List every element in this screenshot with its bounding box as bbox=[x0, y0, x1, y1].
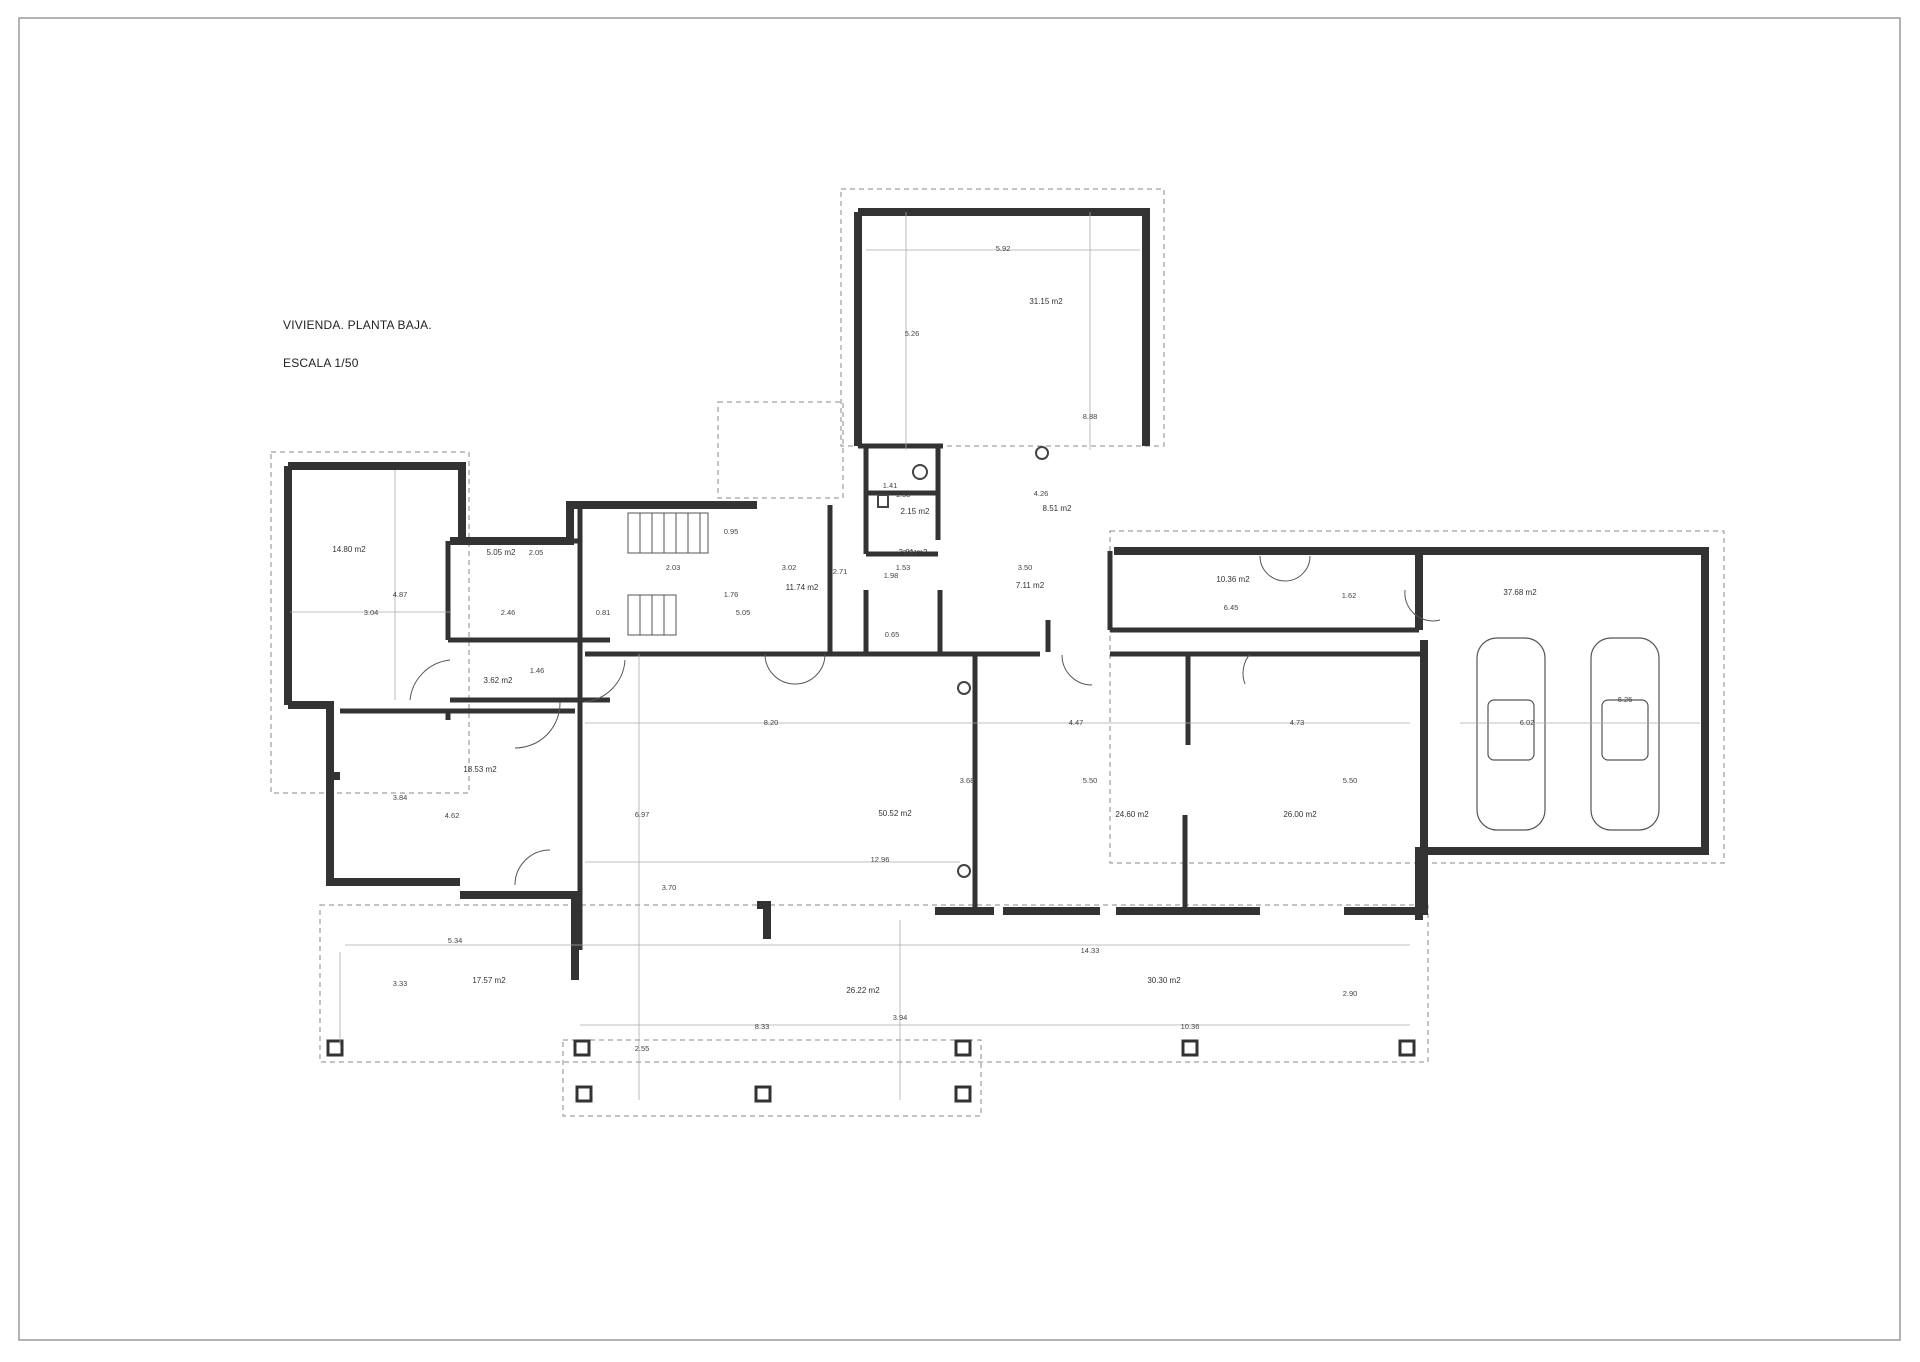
dimension-value: 3.04 bbox=[364, 608, 379, 617]
dimension-value: 2.90 bbox=[1343, 989, 1358, 998]
room-area: 14.80 m2 bbox=[332, 545, 366, 554]
dimension-value: 1.76 bbox=[724, 590, 739, 599]
dimension-value: 6.02 bbox=[1520, 718, 1535, 727]
dimension-value: 3.50 bbox=[1018, 563, 1033, 572]
dimension-value: 5.92 bbox=[996, 244, 1011, 253]
room-area: 26.00 m2 bbox=[1283, 810, 1317, 819]
room-area: 5.05 m2 bbox=[487, 548, 516, 557]
dimension-value: 1.62 bbox=[1342, 591, 1357, 600]
dimension-value: 3.02 bbox=[782, 563, 797, 572]
dimension-value: 3.70 bbox=[662, 883, 677, 892]
room-area: 26.22 m2 bbox=[846, 986, 880, 995]
dimension-value: 4.47 bbox=[1069, 718, 1084, 727]
room-area: 10.36 m2 bbox=[1216, 575, 1250, 584]
dimension-value: 2.05 bbox=[529, 548, 544, 557]
dimension-value: 4.26 bbox=[1034, 489, 1049, 498]
dimension-value: 1.41 bbox=[883, 481, 898, 490]
dimension-value: 6.97 bbox=[635, 810, 650, 819]
dimension-value: 5.50 bbox=[1083, 776, 1098, 785]
dimension-value: 5.05 bbox=[736, 608, 751, 617]
dimension-value: 3.81 bbox=[903, 548, 918, 557]
room-area: 30.30 m2 bbox=[1147, 976, 1181, 985]
dimension-value: 5.34 bbox=[448, 936, 463, 945]
dimension-value: 8.20 bbox=[764, 718, 779, 727]
room-area: 24.60 m2 bbox=[1115, 810, 1149, 819]
dimension-value: 1.53 bbox=[896, 563, 911, 572]
room-area: 3.81 m2 bbox=[899, 548, 928, 557]
dimension-value: 3.94 bbox=[893, 1013, 908, 1022]
room-area: 18.53 m2 bbox=[463, 765, 497, 774]
interior-walls bbox=[340, 443, 1420, 950]
dimension-value: 1.53 bbox=[896, 490, 911, 499]
title-block: VIVIENDA. PLANTA BAJA. ESCALA 1/50 bbox=[283, 318, 432, 394]
dimension-value: 8.33 bbox=[755, 1022, 770, 1031]
dimension-value: 4.62 bbox=[445, 811, 460, 820]
room-area: 31.15 m2 bbox=[1029, 297, 1063, 306]
dimension-value: 0.81 bbox=[596, 608, 611, 617]
room-area: 50.52 m2 bbox=[878, 809, 912, 818]
dimension-value: 0.95 bbox=[724, 527, 739, 536]
dimension-lines bbox=[290, 212, 1700, 1100]
room-area: 37.68 m2 bbox=[1503, 588, 1537, 597]
dimension-value: 2.46 bbox=[501, 608, 516, 617]
exterior-walls bbox=[284, 208, 1709, 980]
room-area: 11.74 m2 bbox=[786, 583, 819, 592]
room-area: 3.62 m2 bbox=[484, 676, 513, 685]
dimension-value: 5.26 bbox=[905, 329, 920, 338]
dimension-value: 10.36 bbox=[1181, 1022, 1200, 1031]
dimension-value: 1.98 bbox=[884, 571, 899, 580]
drawing-scale: ESCALA 1/50 bbox=[283, 356, 359, 370]
dimension-value: 4.73 bbox=[1290, 718, 1305, 727]
dimension-value: 0.65 bbox=[885, 630, 900, 639]
sheet-border bbox=[18, 17, 1901, 1341]
room-area: 2.15 m2 bbox=[901, 507, 930, 516]
garage-cars bbox=[1476, 637, 1660, 831]
dimension-value: 6.26 bbox=[1618, 695, 1633, 704]
dimension-value: 3.33 bbox=[393, 979, 408, 988]
dimension-value: 8.88 bbox=[1083, 412, 1098, 421]
door-swings bbox=[409, 555, 1441, 886]
columns bbox=[326, 1039, 1416, 1103]
dimension-value: 6.45 bbox=[1224, 603, 1239, 612]
dimension-value: 2.03 bbox=[666, 563, 681, 572]
room-areas: 31.15 m2 8.51 m2 2.15 m2 3.81 m2 7.11 m2… bbox=[332, 297, 1537, 995]
dimension-value: 2.71 bbox=[833, 567, 848, 576]
dimension-value: 14.33 bbox=[1081, 946, 1100, 955]
dimension-values: 5.92 5.26 8.88 4.26 1.41 1.53 0.95 3.81 … bbox=[364, 244, 1633, 1053]
drawing-title: VIVIENDA. PLANTA BAJA. bbox=[283, 318, 432, 332]
fixtures bbox=[877, 446, 1049, 878]
room-area: 7.11 m2 bbox=[1016, 581, 1045, 590]
dimension-value: 2.55 bbox=[635, 1044, 650, 1053]
dimension-value: 4.87 bbox=[393, 590, 408, 599]
staircase bbox=[627, 512, 709, 636]
dimension-value: 3.84 bbox=[393, 793, 408, 802]
room-area: 17.57 m2 bbox=[472, 976, 506, 985]
dimension-value: 1.46 bbox=[530, 666, 545, 675]
dimension-value: 3.68 bbox=[960, 776, 975, 785]
dimension-value: 5.50 bbox=[1343, 776, 1358, 785]
room-area: 8.51 m2 bbox=[1043, 504, 1072, 513]
dimension-value: 12.96 bbox=[871, 855, 890, 864]
